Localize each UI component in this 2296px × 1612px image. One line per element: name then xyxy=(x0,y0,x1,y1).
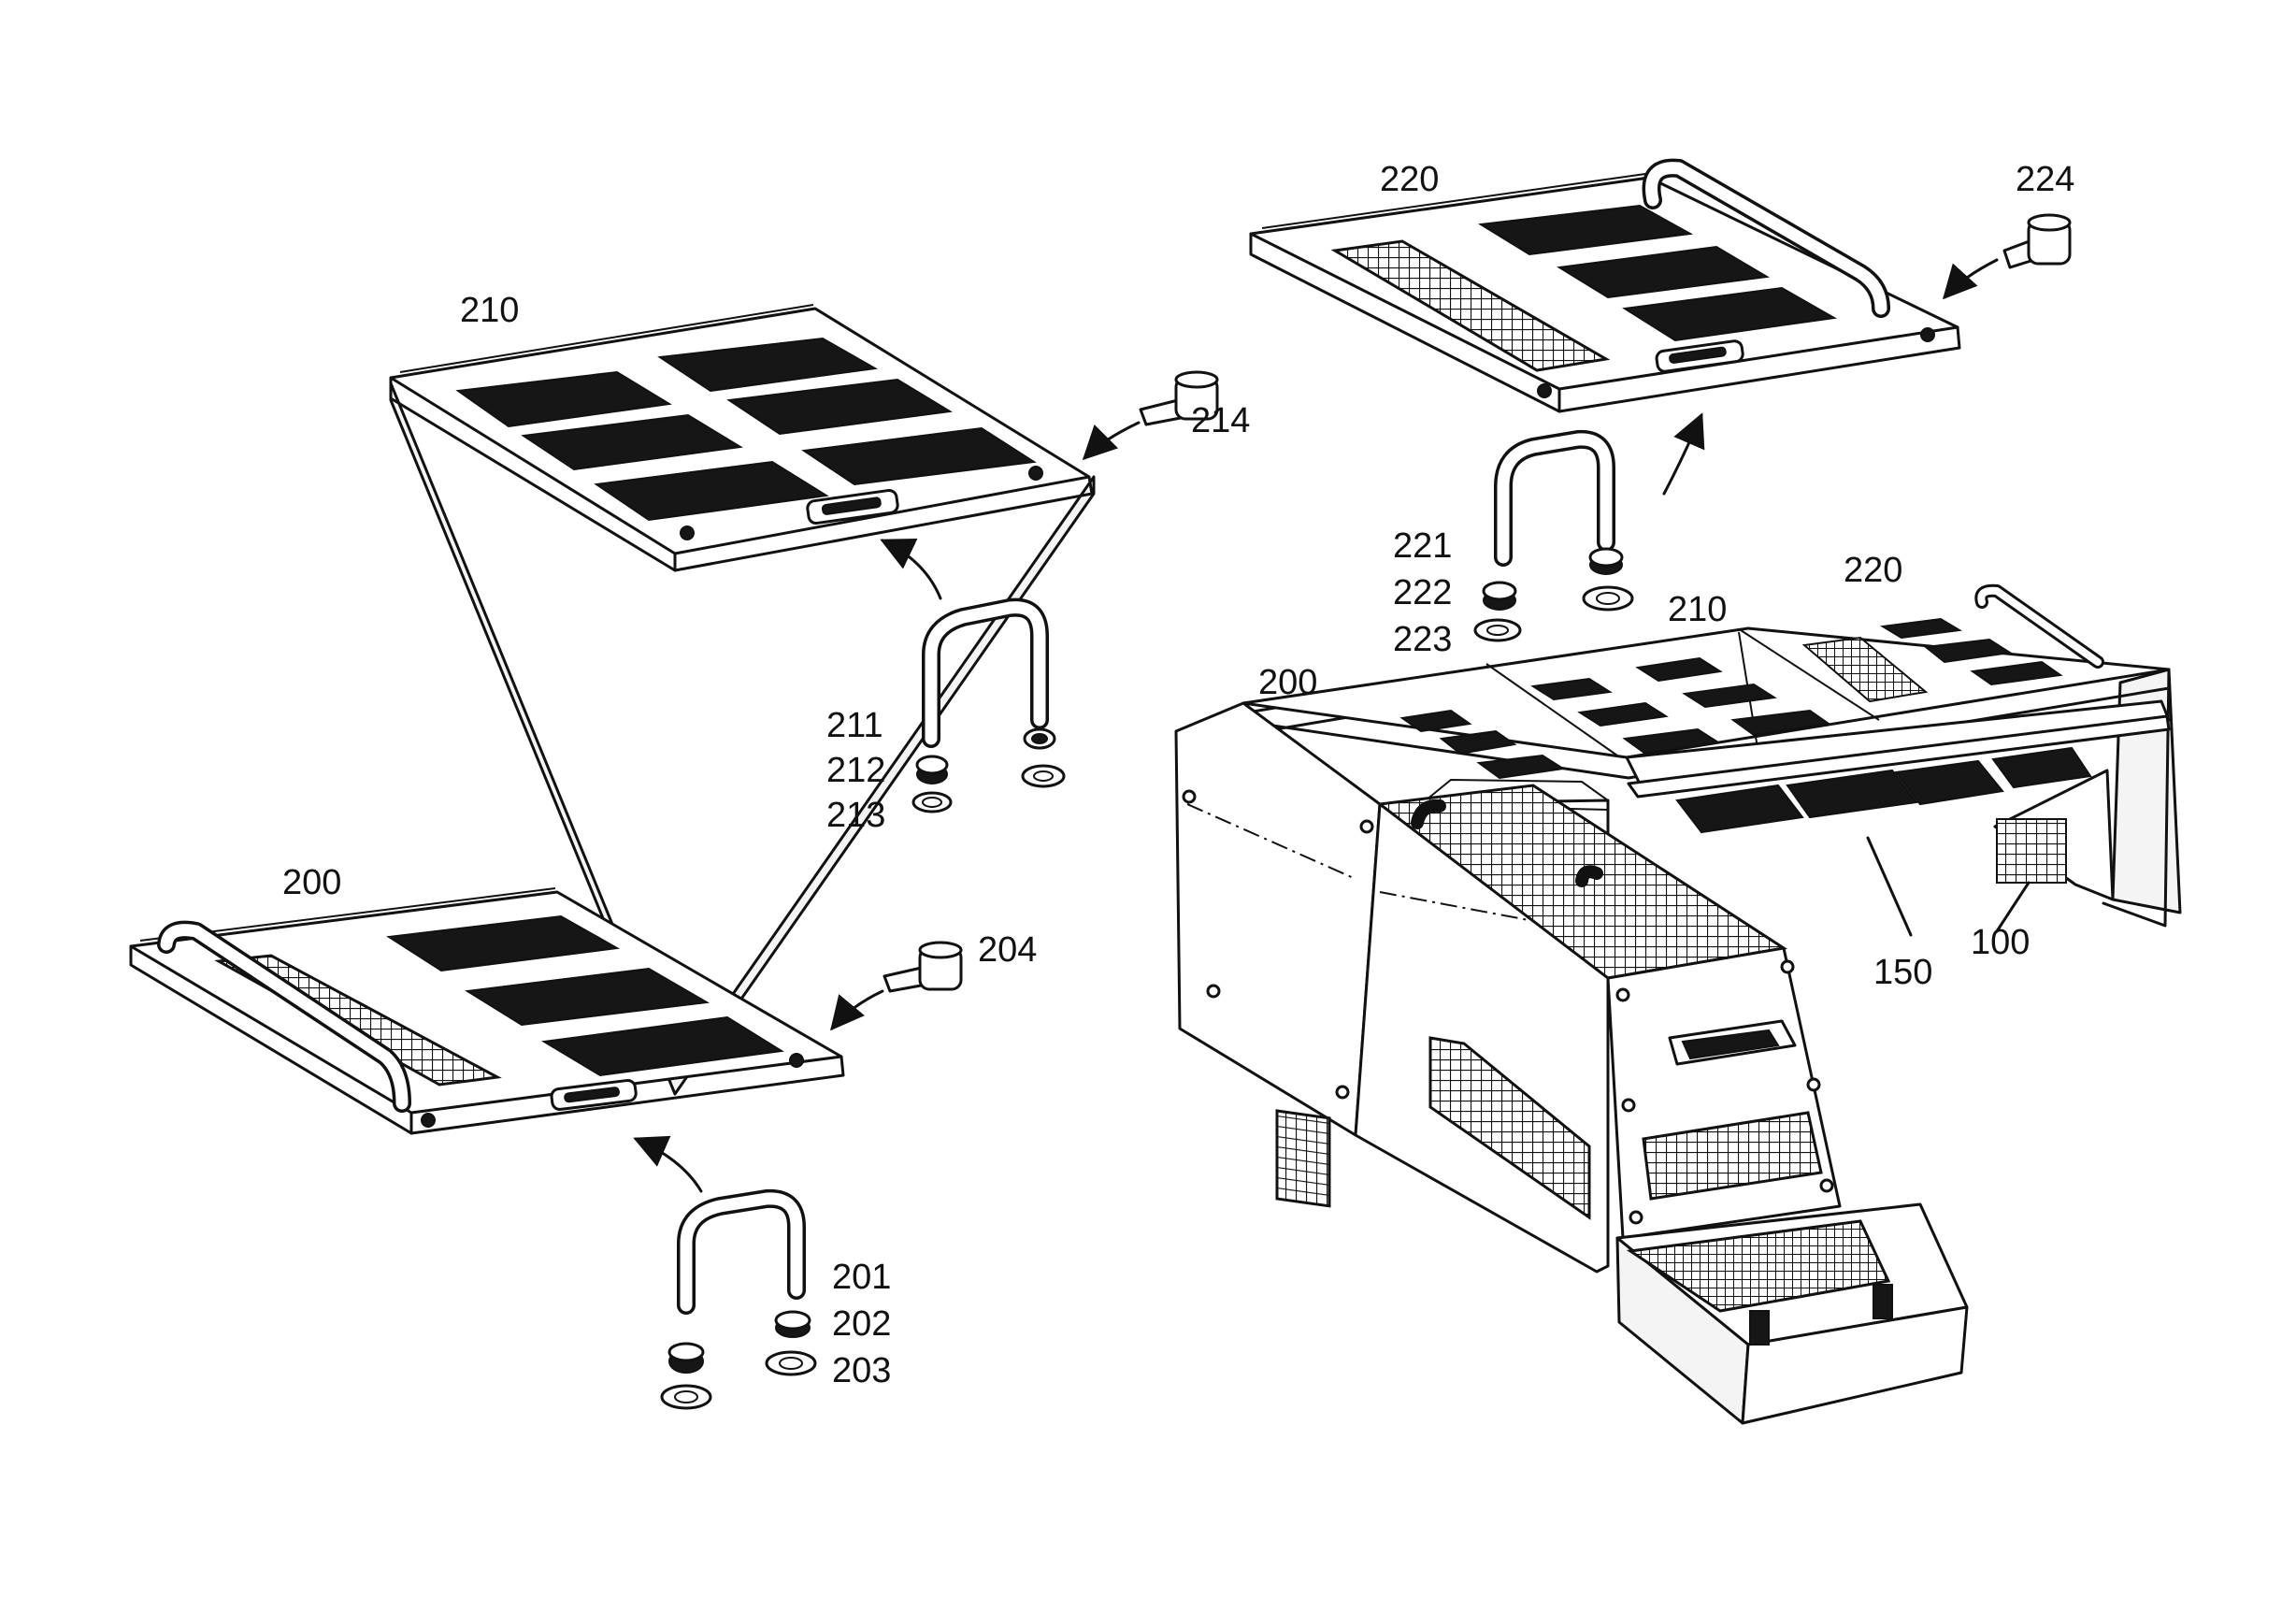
label-203: 203 xyxy=(832,1351,891,1390)
panel-220-handle xyxy=(1655,339,1744,373)
washer-213 xyxy=(911,791,953,813)
step-box xyxy=(1615,1202,1969,1425)
part-labels: 210 214 211 212 213 200 204 201 202 203 … xyxy=(282,160,2074,1390)
top-cover-row xyxy=(1223,583,2171,780)
label-200-assembly: 200 xyxy=(1258,663,1317,702)
label-210-top: 210 xyxy=(460,291,519,330)
assembled-unit xyxy=(1174,583,2182,1425)
u-bolt-211 xyxy=(880,539,1049,748)
label-223: 223 xyxy=(1393,620,1452,659)
label-202: 202 xyxy=(832,1304,891,1344)
washer-203 xyxy=(765,1350,817,1376)
washer-221-right xyxy=(1582,585,1634,612)
housing-body xyxy=(1174,701,1610,1274)
label-213: 213 xyxy=(826,796,885,835)
nut-212 xyxy=(915,755,949,784)
nut-222 xyxy=(1482,581,1517,611)
clip-204 xyxy=(883,941,963,993)
label-210-assembly: 210 xyxy=(1668,590,1727,629)
leader-100 xyxy=(1995,881,2031,933)
cover-panel-220 xyxy=(1249,158,1961,413)
washer-201-left xyxy=(660,1384,712,1410)
cover-panel-200 xyxy=(129,887,845,1135)
label-220-top: 220 xyxy=(1380,160,1439,199)
nut-221-right xyxy=(1588,547,1624,575)
label-220-assembly: 220 xyxy=(1844,551,1902,590)
label-214: 214 xyxy=(1191,401,1250,440)
nut-201-left xyxy=(667,1342,705,1374)
clip-214 xyxy=(1139,370,1219,426)
panel-220-windows xyxy=(1478,204,1838,342)
label-224: 224 xyxy=(2016,160,2074,199)
front-end-panel xyxy=(1606,946,1842,1240)
label-221: 221 xyxy=(1393,526,1452,566)
washer-223 xyxy=(1473,618,1522,642)
leader-150 xyxy=(1866,836,1913,937)
nut-211-right xyxy=(1023,727,1056,750)
panel-200-windows xyxy=(386,914,784,1077)
label-100: 100 xyxy=(1971,923,2030,962)
cover-panel-210 xyxy=(389,304,1096,1096)
label-201: 201 xyxy=(832,1258,891,1297)
nut-202 xyxy=(774,1310,811,1338)
label-150: 150 xyxy=(1873,953,1932,992)
panel-210-handle xyxy=(806,488,899,525)
label-212: 212 xyxy=(826,751,885,790)
label-200-left: 200 xyxy=(282,863,341,902)
u-bolt-221 xyxy=(1494,412,1705,567)
u-bolt-201 xyxy=(633,1135,806,1315)
label-222: 222 xyxy=(1393,573,1452,612)
label-204: 204 xyxy=(978,930,1037,970)
clip-224 xyxy=(2002,213,2072,269)
panel-220-mesh-grille xyxy=(1330,239,1611,372)
panel-210-windows xyxy=(455,337,1037,522)
washer-213-right xyxy=(1021,764,1066,788)
panel-200-handle xyxy=(550,1079,638,1111)
label-211: 211 xyxy=(826,706,883,745)
shelf-150 xyxy=(1625,699,2171,834)
